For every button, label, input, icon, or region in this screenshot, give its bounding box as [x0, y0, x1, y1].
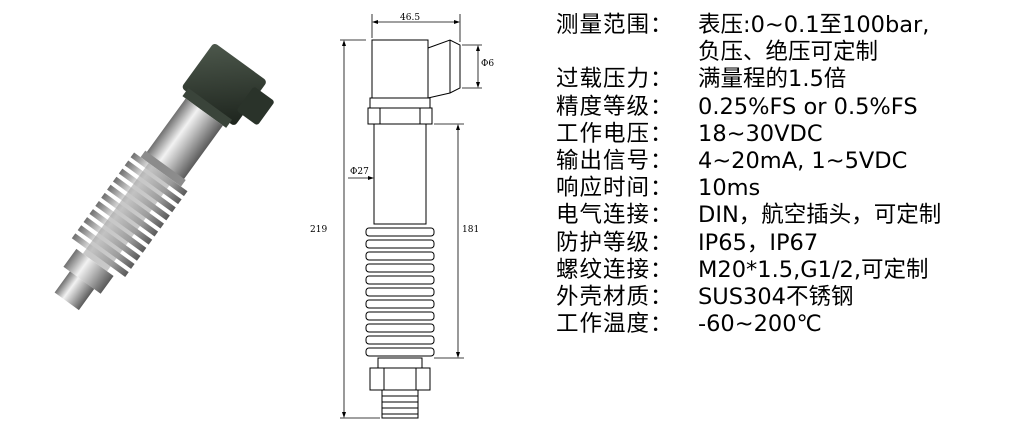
spec-row-response: 响应时间： 10ms [556, 175, 1026, 202]
spec-label: 工作温度： [556, 311, 674, 338]
dim-total-label: 219 [310, 225, 327, 235]
cooling-fins [71, 152, 188, 277]
spec-value: SUS304不锈钢 [698, 284, 854, 311]
dim-width-label: 46.5 [400, 13, 420, 23]
drawing-thread [381, 389, 419, 419]
spec-row-thread: 螺纹连接： M20*1.5,G1/2,可定制 [556, 257, 1026, 284]
drawing-head [371, 39, 429, 99]
spec-label: 外壳材质： [556, 284, 674, 311]
spec-value-continuation: 负压、绝压可定制 [698, 39, 879, 66]
spec-label: 过载压力： [556, 66, 674, 93]
spec-row-output: 输出信号： 4~20mA, 1~5VDC [556, 148, 1026, 175]
spec-value: IP65，IP67 [698, 229, 819, 256]
spec-value: 满量程的1.5倍 [698, 66, 847, 93]
dim-connector-label: Φ6 [481, 59, 494, 69]
spec-label: 输出信号： [556, 148, 674, 175]
spec-label: 测量范围： [556, 12, 674, 38]
spec-label: 防护等级： [556, 229, 674, 256]
spec-label: 响应时间： [556, 175, 674, 202]
spec-label: 电气连接： [556, 202, 674, 229]
spec-row-overload: 过载压力： 满量程的1.5倍 [556, 66, 1026, 93]
spec-value: 0.25%FS or 0.5%FS [698, 93, 918, 120]
drawing-body [373, 123, 427, 225]
spec-value: DIN，航空插头，可定制 [698, 202, 942, 229]
spec-value: -60~200℃ [698, 311, 822, 338]
spec-value: 表压:0~0.1至100bar, [698, 12, 930, 38]
technical-drawing: 46.5 Φ6 Φ27 219 181 [310, 13, 494, 419]
drawing-hex [367, 107, 433, 125]
dim-lower-label: 181 [462, 225, 479, 235]
thread [54, 271, 95, 311]
drawing-fins [365, 227, 435, 357]
sensor-body [144, 98, 223, 183]
spec-row-connection: 电气连接： DIN，航空插头，可定制 [556, 202, 1026, 229]
spec-value: 18~30VDC [698, 120, 823, 147]
spec-value: 10ms [698, 175, 761, 202]
spec-label: 螺纹连接： [556, 256, 674, 283]
spec-row-accuracy: 精度等级： 0.25%FS or 0.5%FS [556, 94, 1026, 121]
hex-nut [63, 248, 114, 294]
drawing-nut [369, 367, 431, 391]
spec-label: 工作电压： [556, 120, 674, 147]
spec-row-protection: 防护等级： IP65，IP67 [556, 230, 1026, 257]
spec-value: M20*1.5,G1/2,可定制 [698, 256, 929, 283]
spec-row-material: 外壳材质： SUS304不锈钢 [556, 284, 1026, 311]
product-photo [54, 43, 274, 311]
spec-value: 4~20mA, 1~5VDC [698, 148, 908, 175]
spec-row-range: 测量范围： 表压:0~0.1至100bar, [556, 12, 1026, 39]
spec-label: 精度等级： [556, 93, 674, 120]
dim-body-label: Φ27 [350, 167, 369, 177]
spec-list: 测量范围： 表压:0~0.1至100bar, 负压、绝压可定制 过载压力： 满量… [556, 12, 1026, 338]
spec-row-temperature: 工作温度： -60~200℃ [556, 311, 1026, 338]
spec-row-voltage: 工作电压： 18~30VDC [556, 121, 1026, 148]
